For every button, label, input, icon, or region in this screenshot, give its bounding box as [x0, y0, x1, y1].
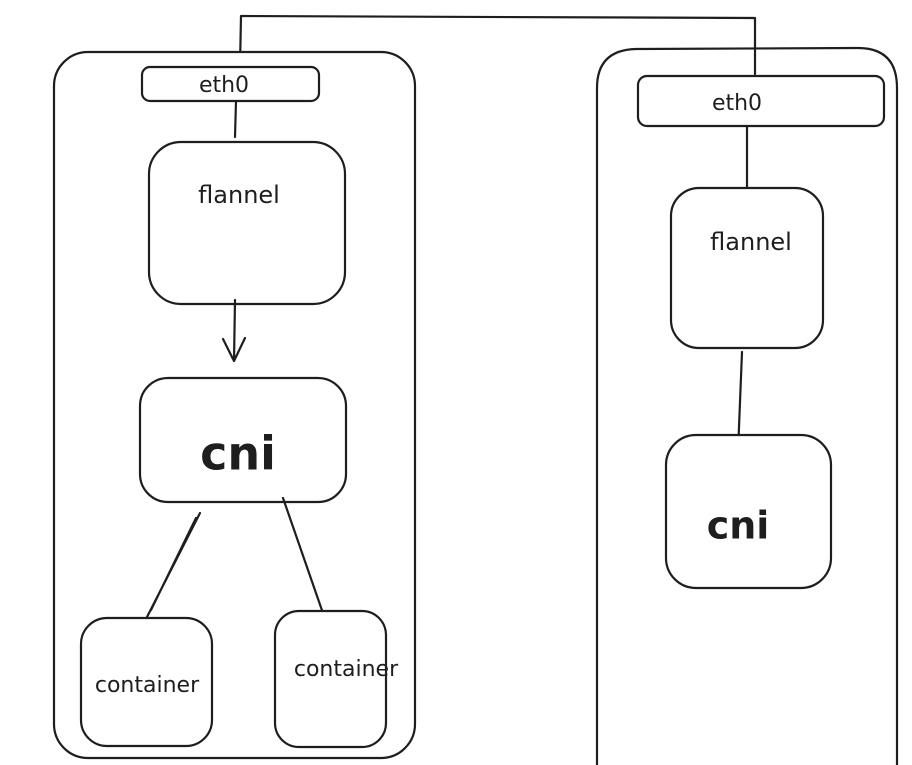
left-flannel-label: flannel: [198, 181, 280, 209]
left-container-2-box: [273, 609, 388, 749]
left-container-2-label: container: [294, 657, 399, 682]
right-eth0-box: [636, 74, 886, 128]
left-cni-container2-link: [281, 496, 327, 621]
left-eth0-label: eth0: [199, 73, 249, 98]
left-container-1-box: [79, 616, 214, 748]
left-eth0-box: [140, 65, 321, 103]
right-flannel-label: flannel: [710, 228, 792, 256]
right-host: [595, 46, 899, 765]
right-eth0-label: eth0: [712, 91, 762, 116]
left-eth0-flannel-link: [233, 99, 238, 139]
right-cni-box: [664, 433, 833, 590]
right-cni-label: cni: [707, 504, 770, 548]
left-cni-label: cni: [200, 427, 276, 481]
left-cni-box: [138, 376, 348, 504]
host-link: [238, 14, 757, 76]
left-cni-container1-link: [145, 511, 202, 619]
left-container-1-label: container: [95, 673, 200, 698]
right-flannel-box: [669, 186, 825, 350]
left-flannel-box: [147, 140, 347, 306]
left-flannel-cni-arrow: [221, 298, 247, 363]
